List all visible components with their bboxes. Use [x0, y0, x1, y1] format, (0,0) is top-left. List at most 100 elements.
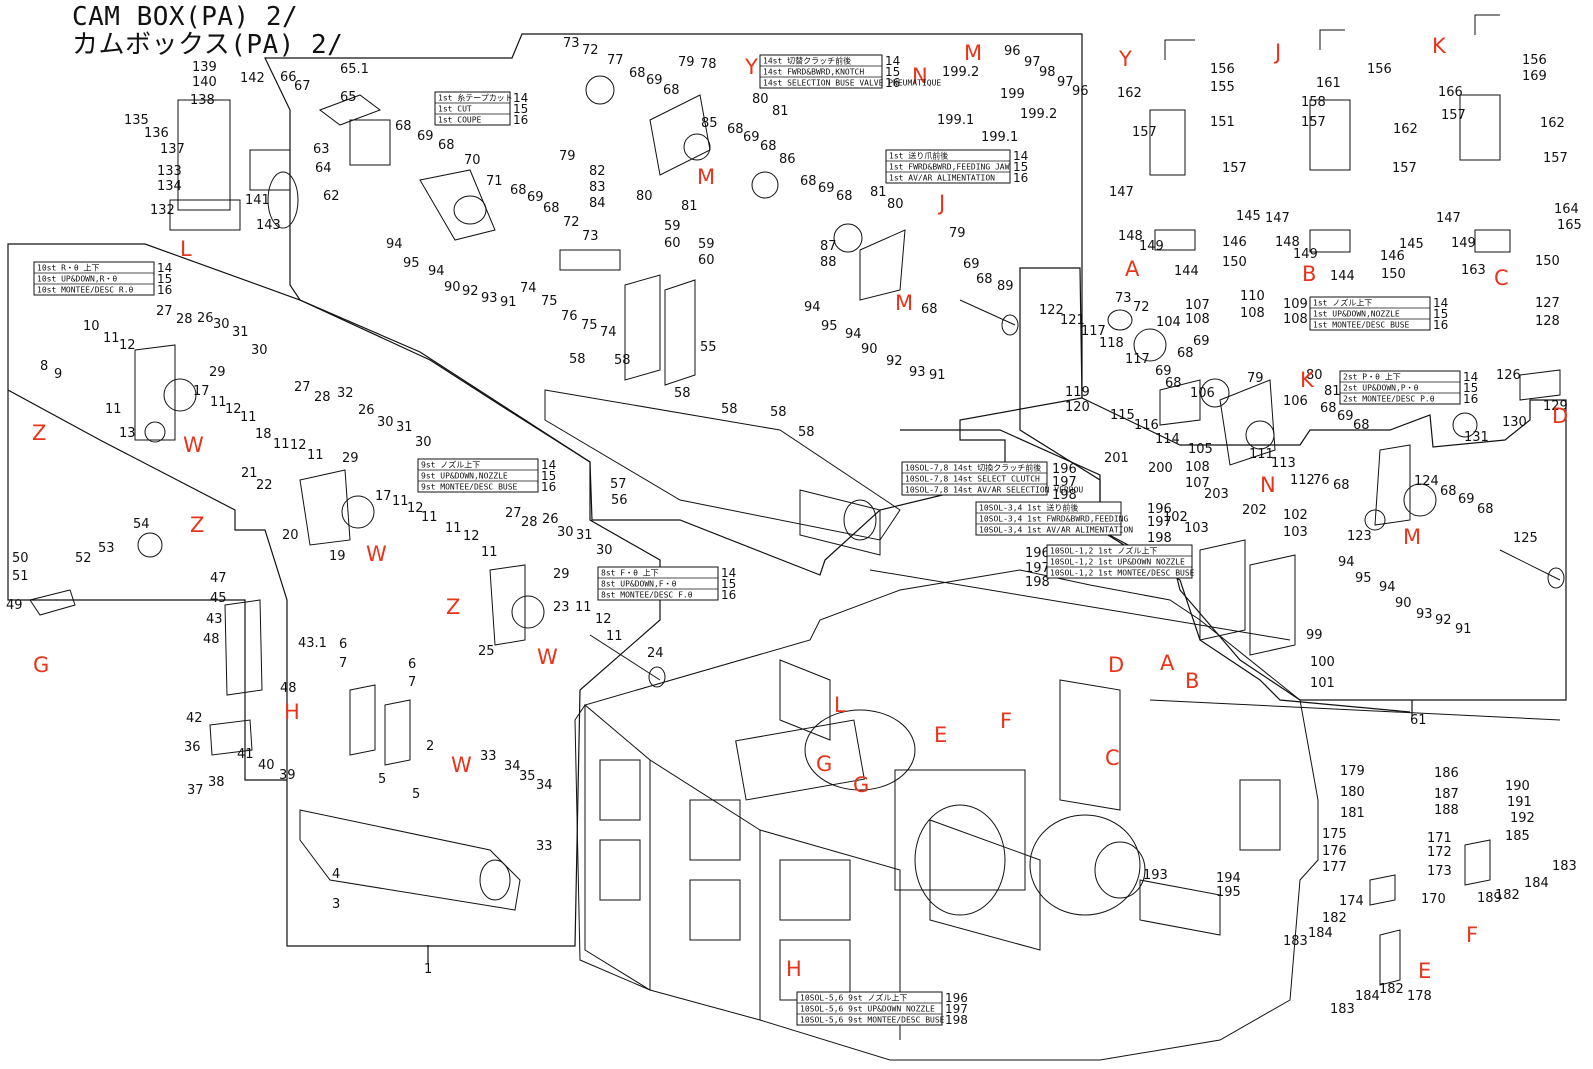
table-row-text: 1st 送り爪前後: [889, 151, 948, 161]
part-number-label: 95: [403, 256, 420, 271]
table-row-text: 10SOL-7,8 14st SELECT CLUTCH: [905, 475, 1040, 484]
part-number-label: 100: [1310, 655, 1335, 670]
table-part-number: 15: [1433, 307, 1448, 321]
part-number-label: 172: [1427, 845, 1452, 860]
part-number-label: 129: [1543, 399, 1568, 414]
group-letter-w: W: [451, 753, 472, 777]
part-number-label: 183: [1283, 934, 1308, 949]
part-number-label: 53: [98, 541, 115, 556]
part-number-label: 35: [519, 769, 536, 784]
part-number-label: 18: [255, 427, 272, 442]
group-letter-n: N: [912, 64, 928, 88]
group-letter-b: B: [1302, 262, 1316, 286]
part-number-label: 176: [1322, 844, 1347, 859]
group-letter-w: W: [366, 542, 387, 566]
part-number-label: 39: [279, 768, 296, 783]
part-number-label: 197: [1147, 515, 1172, 530]
part-number-label: 11: [103, 331, 120, 346]
part-number-label: 108: [1283, 312, 1308, 327]
part-number-label: 40: [258, 758, 275, 773]
part-number-label: 182: [1322, 911, 1347, 926]
group-letter-w: W: [183, 433, 204, 457]
part-number-label: 107: [1185, 298, 1210, 313]
group-letter-k: K: [1432, 34, 1447, 58]
table-part-number: 15: [1013, 160, 1028, 174]
table-frame: [1046, 544, 1193, 579]
part-number-label: 51: [12, 569, 29, 584]
part-number-label: 106: [1190, 386, 1215, 401]
part-number-label: 68: [727, 122, 744, 137]
part-number-label: 27: [156, 304, 173, 319]
part-number-label: 31: [232, 325, 249, 340]
table-part-number: 14: [885, 54, 900, 68]
part-number-label: 58: [614, 353, 631, 368]
group-letter-b: B: [1185, 669, 1199, 693]
part-number-label: 198: [1147, 531, 1172, 546]
part-number-label: 50: [12, 551, 29, 566]
part-number-label: 107: [1185, 476, 1210, 491]
group-letter-k: K: [1300, 368, 1315, 392]
part-number-label: 65: [340, 90, 357, 105]
table-part-number: 15: [1463, 381, 1478, 395]
part-number-label: 60: [698, 253, 715, 268]
part-number-label: 57: [610, 477, 627, 492]
part-number-label: 11: [392, 494, 409, 509]
part-number-label: 84: [589, 196, 606, 211]
part-number-label: 141: [245, 193, 270, 208]
part-number-label: 11: [421, 510, 438, 525]
part-number-label: 12: [290, 438, 307, 453]
table-part-number: 14: [1013, 149, 1028, 163]
table-row-text: 9st ノズル上下: [421, 460, 480, 470]
part-number-label: 94: [1379, 580, 1396, 595]
part-number-label: 25: [478, 644, 495, 659]
part-number-label: 12: [119, 338, 136, 353]
part-number-label: 68: [1320, 401, 1337, 416]
table-row-text: 10st MONTEE/DESC R.θ: [37, 286, 134, 295]
part-number-label: 135: [124, 113, 149, 128]
part-number-label: 37: [187, 783, 204, 798]
part-number-label: 81: [772, 104, 789, 119]
part-number-label: 93: [1416, 607, 1433, 622]
table-row-text: 1st UP&DOWN,NOZZLE: [1313, 310, 1400, 319]
part-number-label: 111: [1249, 447, 1274, 462]
table-frame: [434, 91, 511, 126]
table-frame: [901, 461, 1048, 496]
part-number-label: 102: [1283, 508, 1308, 523]
part-number-label: 128: [1535, 314, 1560, 329]
part-number-label: 94: [386, 237, 403, 252]
table-frame: [597, 566, 719, 601]
part-sketches: [29, 14, 1565, 986]
part-number-label: 79: [559, 149, 576, 164]
part-number-label: 55: [700, 340, 717, 355]
table-row-text: 10SOL-7,8 14st 切換クラッチ前後: [905, 463, 1041, 473]
part-number-label: 183: [1552, 859, 1577, 874]
part-number-label: 69: [963, 257, 980, 272]
part-number-label: 144: [1330, 269, 1355, 284]
part-number-label: 149: [1139, 239, 1164, 254]
part-number-label: 112: [1290, 473, 1315, 488]
part-number-label: 54: [133, 517, 150, 532]
table-part-number: 15: [721, 577, 736, 591]
part-number-label: 150: [1381, 267, 1406, 282]
part-number-label: 81: [1324, 384, 1341, 399]
part-number-label: 110: [1240, 289, 1265, 304]
part-number-label: 190: [1505, 779, 1530, 794]
part-number-label: 5: [378, 772, 386, 787]
part-number-label: 195: [1216, 885, 1241, 900]
part-number-label: 201: [1104, 451, 1129, 466]
part-number-label: 23: [553, 600, 570, 615]
table-row-text: 8st F・θ 上下: [601, 569, 659, 578]
part-number-label: 99: [1306, 628, 1323, 643]
table-part-number: 197: [945, 1002, 968, 1016]
group-letter-l: L: [834, 693, 846, 717]
part-number-label: 150: [1535, 254, 1560, 269]
part-number-label: 157: [1301, 115, 1326, 130]
part-number-label: 11: [575, 600, 592, 615]
part-number-label: 162: [1393, 122, 1418, 137]
group-letter-z: Z: [190, 513, 204, 537]
part-number-label: 13: [119, 426, 136, 441]
